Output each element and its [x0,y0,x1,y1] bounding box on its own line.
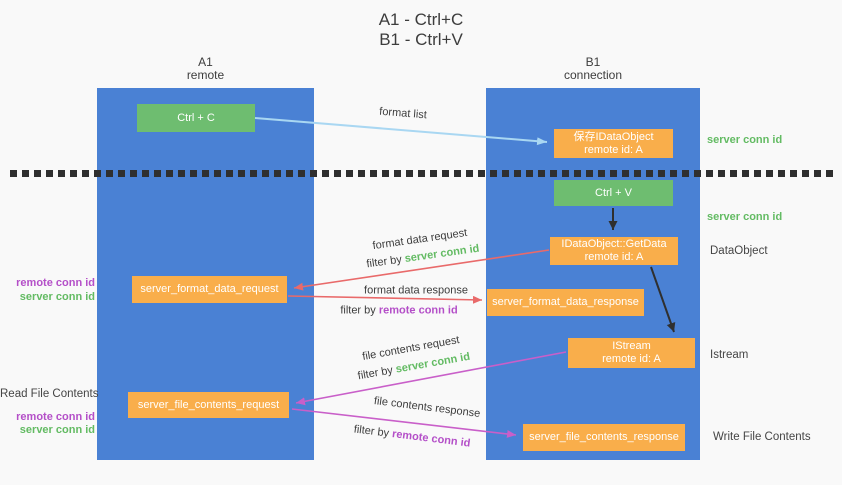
node-istream: IStream remote id: A [568,338,695,368]
node-server-file-contents-request: server_file_contents_request [128,392,289,418]
node-save-idataobject-line1: 保存IDataObject [573,130,654,143]
node-ctrl-v: Ctrl + V [554,180,673,206]
label-format-data-response: format data response [364,284,468,297]
annotation-server-conn-id: server conn id [19,290,95,303]
title-line-2: B1 - Ctrl+V [379,30,463,49]
annotation-write-file-contents: Write File Contents [713,431,811,443]
node-istream-line1: IStream [612,340,651,352]
lifeline-b1-role: connection [563,68,623,82]
annotation-server-conn-id: server conn id [19,424,95,436]
label-format-list: format list [378,105,428,122]
annotation-conn-ids-format: remote conn id server conn id [0,277,95,304]
node-server-file-contents-request-label: server_file_contents_request [137,398,280,411]
annotation-remote-conn-id: remote conn id [16,277,95,289]
node-istream-line2: remote id: A [602,353,661,365]
node-idataobject-getdata: IDataObject::GetData remote id: A [550,237,678,265]
node-server-format-data-response: server_format_data_response [487,289,644,316]
label-filter-format-data-response: filter by remote conn id [340,305,457,318]
node-idataobject-getdata-line1: IDataObject::GetData [561,238,667,250]
label-file-contents-response: file contents response [373,395,481,420]
lifeline-header-a1: A1 remote [97,56,314,82]
node-save-idataobject: 保存IDataObject remote id: A [554,129,673,158]
node-server-file-contents-response-label: server_file_contents_response [529,431,679,443]
node-save-idataobject-line2: remote id: A [584,143,643,156]
node-ctrl-c-label: Ctrl + C [177,111,215,124]
lifeline-header-b1: B1 connection [486,56,700,82]
lifeline-a1-name: A1 [198,55,213,69]
node-server-format-data-request: server_format_data_request [132,276,287,303]
spacer [0,402,95,411]
node-server-format-data-response-label: server_format_data_response [492,296,639,308]
title-line-1: A1 - Ctrl+C [378,10,464,29]
annotation-read-file-contents: Read File Contents [0,388,99,400]
node-server-file-contents-response: server_file_contents_response [523,424,685,451]
node-ctrl-v-label: Ctrl + V [595,186,632,199]
annotation-server-conn-id-top: server conn id [707,134,783,146]
filter-prefix: filter by [365,253,403,271]
annotation-istream: Istream [710,349,749,361]
lifeline-b1-name: B1 [585,55,601,69]
annotation-remote-conn-id: remote conn id [16,410,95,423]
filter-prefix: filter by [356,364,394,383]
filter-prefix: filter by [353,423,390,440]
label-filter-file-contents-response: filter by remote conn id [353,423,471,450]
filter-prefix: filter by [340,304,376,317]
lifeline-a1-role: remote [186,68,225,82]
filter-key-remote-conn-id: remote conn id [378,304,458,317]
node-server-format-data-request-label: server_format_data_request [140,283,279,295]
filter-key-remote-conn-id: remote conn id [391,428,472,450]
node-ctrl-c: Ctrl + C [137,104,255,132]
session-separator-line [10,170,836,177]
diagram-title: A1 - Ctrl+C B1 - Ctrl+V [0,10,842,50]
annotation-server-conn-id-mid: server conn id [707,211,783,223]
annotation-read-file-contents-block: Read File Contents remote conn id server… [0,388,99,438]
annotation-dataobject: DataObject [710,245,768,257]
node-idataobject-getdata-line2: remote id: A [584,251,644,263]
